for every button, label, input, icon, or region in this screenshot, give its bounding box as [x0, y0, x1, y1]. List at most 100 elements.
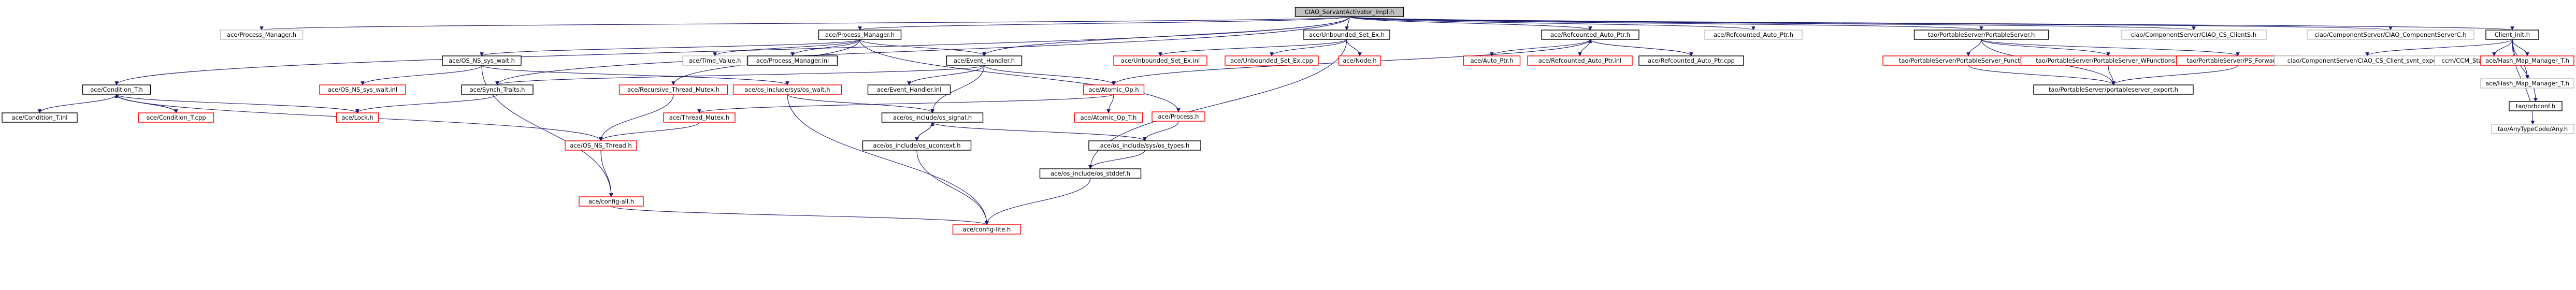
node-box [565, 140, 637, 151]
node-ps-forwarda-h[interactable]: tao/PortableServer/PS_ForwardA.h [2176, 55, 2300, 66]
edge-ps-portableserver-h-to-ps-forwarda-h [1981, 39, 2240, 56]
edge-process-h-to-os-include-sys-os-types-h [1143, 121, 1179, 141]
node-hash-map-manager-h[interactable]: ace/Hash_Map_Manager_T.h [2480, 78, 2574, 89]
node-box [319, 84, 406, 95]
node-atomic-op-t-h[interactable]: ace/Atomic_Op_T.h [1074, 112, 1143, 123]
edge-refc-auto-ptr-h-to-refc-auto-ptr-inl [1578, 39, 1591, 56]
node-box [1152, 111, 1205, 122]
node-box [1294, 7, 1404, 17]
edge-client-init-h-to-ciao-cs-client-init-export-h [2365, 39, 2513, 56]
node-box [1083, 84, 1145, 95]
edge-root-to-refc-auto-ptr-h2 [1349, 16, 1755, 31]
node-label: ace/OS_NS_Thread.h [570, 142, 631, 149]
node-box [579, 196, 644, 207]
node-os-ns-thread-h[interactable]: ace/OS_NS_Thread.h [565, 140, 637, 151]
node-tao-anytypecode-h[interactable]: tao/AnyTypeCode/Any.h [2491, 124, 2574, 134]
node-ps-portableserver-h[interactable]: tao/PortableServer/PortableServer.h [1913, 30, 2049, 40]
node-pm-inl[interactable]: ace/Process_Manager.inl [747, 55, 838, 66]
node-box [618, 84, 728, 95]
graph-edges [37, 16, 2538, 225]
edge-condition-t-h-to-condition-t-inl [37, 94, 117, 113]
edge-pm2-h-to-event-handler-h [859, 39, 986, 56]
edge-root-to-client-init-h [1349, 16, 2514, 31]
node-refc-auto-ptr-inl[interactable]: ace/Refcounted_Auto_Ptr.inl [1527, 55, 1633, 66]
edge-os-include-sys-os-wait-h-to-config-lite-h [787, 94, 989, 225]
node-event-handler-h[interactable]: ace/Event_Handler.h [946, 55, 1023, 66]
edge-client-init-h-to-ccm-standardconfigurator-h [2492, 39, 2513, 56]
node-refc-auto-ptr-cpp[interactable]: ace/Refcounted_Auto_Ptr.cpp [1638, 55, 1744, 66]
edge-root-to-pm2-h [858, 16, 1350, 31]
node-ciao-cs-serverc-h[interactable]: ciao/ComponentServer/CIAO_ComponentServe… [2307, 30, 2474, 40]
node-ps-wfunctions-h[interactable]: tao/PortableServer/PortableServer_WFunct… [2020, 55, 2196, 66]
node-box [1463, 55, 1521, 66]
node-os-ns-sys-wait-inl[interactable]: ace/OS_NS_sys_wait.inl [319, 84, 406, 95]
node-box [946, 55, 1023, 66]
node-condition-t-inl[interactable]: ace/Condition_T.inl [2, 112, 78, 123]
node-label: ace/Condition_T.cpp [146, 114, 206, 121]
node-atomic-op-h[interactable]: ace/Atomic_Op.h [1083, 84, 1145, 95]
node-label: ace/Unbounded_Set_Ex.h [1309, 31, 1385, 38]
node-box [732, 84, 842, 95]
edge-os-ns-thread-h-to-config-all-h [600, 150, 613, 197]
node-label: ace/os_include/sys/os_wait.h [744, 86, 830, 93]
node-event-handler-inl[interactable]: ace/Event_Handler.inl [867, 84, 951, 95]
node-box [2, 112, 78, 123]
node-box [663, 112, 736, 123]
node-process-h[interactable]: ace/Process.h [1152, 111, 1205, 122]
node-refc-auto-ptr-h2[interactable]: ace/Refcounted_Auto_Ptr.h [1704, 30, 1803, 40]
edge-root-to-synch-traits-h [495, 16, 1350, 85]
node-synch-traits-h[interactable]: ace/Synch_Traits.h [461, 84, 534, 95]
node-label: ace/Auto_Ptr.h [1471, 57, 1514, 64]
node-box [818, 30, 902, 40]
node-tao-orbconf-h[interactable]: tao/orbconf.h [2509, 101, 2563, 111]
node-box [1113, 55, 1207, 66]
node-auto-ptr-h[interactable]: ace/Auto_Ptr.h [1463, 55, 1521, 66]
node-unb-set-ex-h[interactable]: ace/Unbounded_Set_Ex.h [1303, 30, 1390, 40]
node-ps-export-h[interactable]: tao/PortableServer/portableserver_export… [2033, 84, 2194, 95]
edge-ps-forwarda-h-to-ps-export-h [2111, 65, 2238, 85]
node-os-include-sys-os-types-h[interactable]: ace/os_include/sys/os_types.h [1088, 140, 1201, 151]
node-label: ace/Recursive_Thread_Mutex.h [627, 86, 719, 93]
node-box [952, 224, 1021, 235]
node-os-include-os-ucontext-h[interactable]: ace/os_include/os_ucontext.h [862, 140, 972, 151]
node-label: ace/os_include/os_stddef.h [1050, 170, 1130, 177]
node-lock-h[interactable]: ace/Lock.h [336, 112, 379, 123]
node-os-ns-sys-wait-h[interactable]: ace/OS_NS_sys_wait.h [442, 55, 522, 66]
node-box [1913, 30, 2049, 40]
edge-atomic-op-h-to-atomic-op-t-h [1106, 94, 1114, 113]
node-node-h[interactable]: ace/Node.h [1338, 55, 1381, 66]
node-hash-map-manager-t-h[interactable]: ace/Hash_Map_Manager_T.h [2480, 55, 2574, 66]
node-pm2-h[interactable]: ace/Process_Manager.h [818, 30, 902, 40]
node-ps-functions-h[interactable]: tao/PortableServer/PortableServer_Functi… [1882, 55, 2054, 66]
node-ciao-cs-client-init-export-h[interactable]: ciao/ComponentServer/CIAO_CS_Client_svnt… [2274, 55, 2460, 66]
node-thread-mutex-h[interactable]: ace/Thread_Mutex.h [663, 112, 736, 123]
node-pm-h[interactable]: ace/Process_Manager.h [220, 30, 304, 40]
node-os-include-sys-os-wait-h[interactable]: ace/os_include/sys/os_wait.h [732, 84, 842, 95]
node-os-include-os-stddef-h[interactable]: ace/os_include/os_stddef.h [1039, 168, 1142, 179]
node-recursive-thread-mutex-h[interactable]: ace/Recursive_Thread_Mutex.h [618, 84, 728, 95]
node-label: ace/Synch_Traits.h [470, 86, 525, 93]
node-box [1088, 140, 1201, 151]
node-config-all-h[interactable]: ace/config-all.h [579, 196, 644, 207]
edge-event-handler-h-to-event-handler-inl [907, 65, 985, 85]
node-config-lite-h[interactable]: ace/config-lite.h [952, 224, 1021, 235]
edge-os-ns-sys-wait-h-to-os-include-sys-os-wait-h [481, 65, 789, 85]
node-unb-set-ex-inl[interactable]: ace/Unbounded_Set_Ex.inl [1113, 55, 1207, 66]
node-refc-auto-ptr-h[interactable]: ace/Refcounted_Auto_Ptr.h [1541, 30, 1639, 40]
node-label: tao/AnyTypeCode/Any.h [2498, 125, 2568, 133]
node-condition-t-cpp[interactable]: ace/Condition_T.cpp [138, 112, 214, 123]
node-time-value-h[interactable]: ace/Time_Value.h [682, 55, 747, 66]
edge-os-ns-sys-wait-h-to-os-ns-sys-wait-inl [361, 65, 482, 85]
node-os-include-os-signal-h[interactable]: ace/os_include/os_signal.h [881, 112, 984, 123]
node-box [1541, 30, 1639, 40]
node-root[interactable]: CIAO_ServantActivator_Impl.h [1294, 7, 1404, 17]
node-box [442, 55, 522, 66]
edge-refc-auto-ptr-h-to-auto-ptr-h [1490, 39, 1591, 56]
node-label: tao/PortableServer/PortableServer_WFunct… [2036, 57, 2181, 64]
node-unb-set-ex-cpp[interactable]: ace/Unbounded_Set_Ex.cpp [1225, 55, 1319, 66]
node-client-init-h[interactable]: Client_init.h [2485, 30, 2539, 40]
node-condition-t-h[interactable]: ace/Condition_T.h [82, 84, 151, 95]
node-label: ace/Process_Manager.h [825, 31, 895, 38]
node-ciao-cs-client-h[interactable]: ciao/ComponentServer/CIAO_CS_ClientS.h [2121, 30, 2267, 40]
node-label: ace/Atomic_Op.h [1088, 86, 1139, 93]
